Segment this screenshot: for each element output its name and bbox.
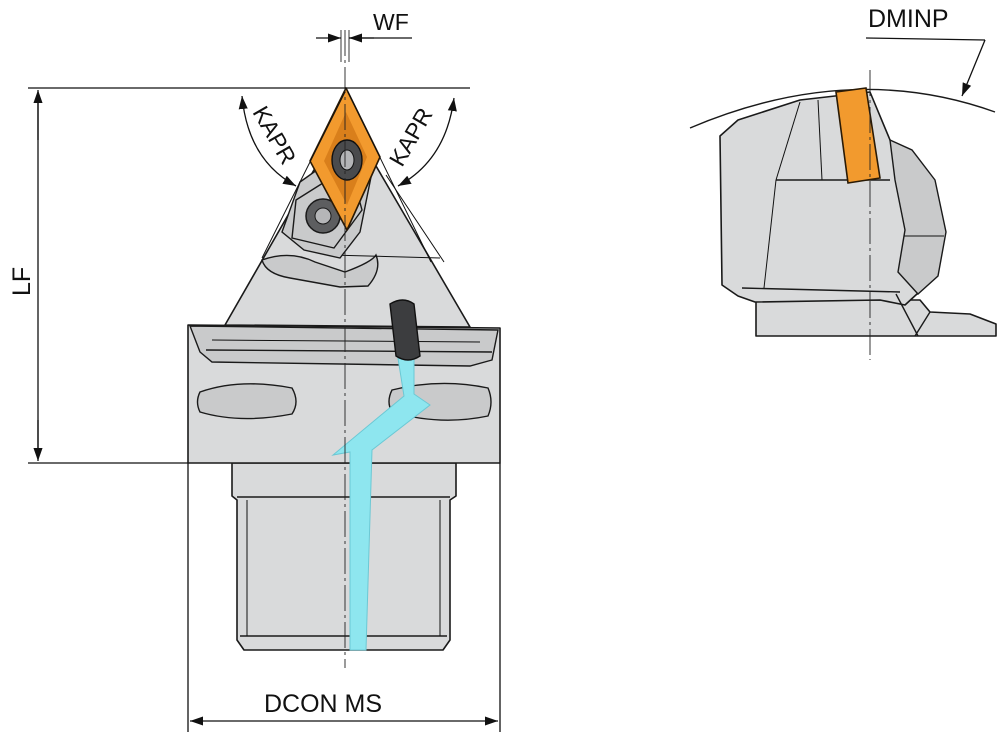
shank [231,462,457,651]
dminp-label: DMINP [868,5,949,33]
wf-label: WF [373,9,409,35]
side-insert [835,87,881,184]
dimension-lf: LF [8,87,470,464]
holder-front-view [187,30,501,668]
dimension-dcon-ms: DCON MS [187,463,501,732]
flange-block [187,324,501,464]
dimension-wf: WF [316,9,412,43]
holder-side-view [689,70,997,360]
lf-label: LF [8,267,36,296]
dcon-ms-label: DCON MS [264,690,382,718]
left-slot [196,383,297,420]
coolant-pin [389,299,421,361]
coolant-channel [331,351,431,651]
kapr-left-label: KAPR [248,102,302,169]
dimension-dminp: DMINP [865,5,986,97]
